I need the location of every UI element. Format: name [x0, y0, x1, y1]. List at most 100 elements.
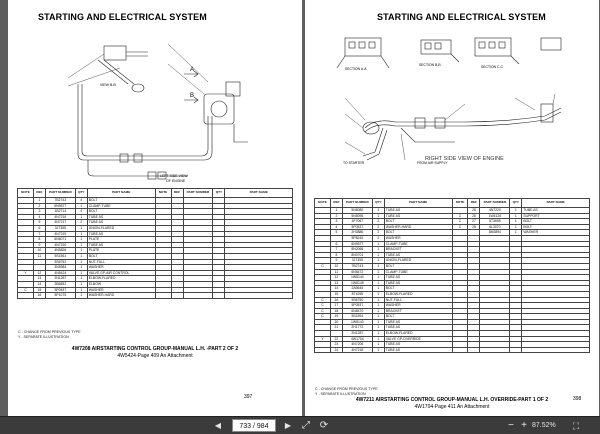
cell-ref: 16	[329, 296, 343, 304]
legend-change: C - CHANGE FROM PREVIOUS TYPE	[315, 387, 378, 391]
cell-part	[182, 292, 214, 299]
col-qty: QTY	[74, 188, 88, 198]
cell-ref	[170, 258, 184, 266]
from-air-label: FROM AIR SUPPLY	[417, 161, 448, 165]
parts-table-left: NOTE REF PART NUMBER QTY PART NAME NOTE …	[17, 188, 293, 299]
cell-name	[521, 324, 590, 332]
cell-ref: 12	[329, 274, 343, 281]
page-number: 397	[244, 394, 253, 400]
cell-name	[521, 285, 590, 292]
left-exploded-diagram: A B VIEW B-B LEFT SIDE VIEW OF ENGINE	[67, 43, 248, 183]
cell-ref	[170, 252, 184, 260]
cell-ref	[467, 341, 481, 348]
cell-ref	[467, 335, 481, 343]
cell-ref	[170, 292, 184, 299]
fullscreen-icon[interactable]: ⛶	[572, 421, 580, 431]
zoom-in-icon[interactable]: +	[521, 420, 527, 431]
page-caption: 4W7208 AIRSTARTING CONTROL GROUP-MANUAL …	[8, 346, 302, 359]
cell-ref: 14	[329, 285, 343, 292]
zoom-level[interactable]: 87.52%	[532, 422, 556, 429]
cell-qty: 1	[371, 324, 385, 332]
cell-ref: 18	[329, 307, 343, 315]
cell-qty: 1	[371, 257, 385, 264]
table-header-row: NOTE REF PART NUMBER QTY PART NAME NOTE …	[314, 198, 590, 208]
col-ref: REF	[32, 188, 46, 198]
cell-qty: 1	[74, 275, 88, 282]
cell-qty	[212, 252, 226, 260]
cell-qty: 1	[371, 290, 385, 298]
page-number-input[interactable]: 733 / 984	[232, 419, 276, 432]
cell-qty: 1	[371, 279, 385, 287]
col-part-number-2: PART NUMBER	[479, 198, 511, 208]
col-note-2: NOTE	[451, 198, 469, 208]
cell-qty	[509, 318, 523, 326]
page-title: STARTING AND ELECTRICAL SYSTEM	[377, 12, 546, 22]
rotate-icon[interactable]: ⟳	[319, 420, 329, 431]
cell-qty	[509, 330, 523, 337]
cell-name	[224, 264, 293, 271]
cell-name	[521, 346, 590, 354]
cell-qty	[212, 292, 226, 299]
cell-qty: 1	[371, 268, 385, 276]
section-c-label: SECTION C-C	[481, 65, 504, 69]
cell-name	[224, 286, 293, 294]
fit-page-icon[interactable]: ⤢	[302, 420, 310, 431]
cell-ref: 12	[32, 269, 46, 277]
cell-ref	[32, 264, 46, 271]
cell-name	[521, 341, 590, 348]
cell-ref	[467, 274, 481, 281]
cell-name	[224, 292, 293, 299]
prev-page-icon[interactable]: ◀	[214, 421, 222, 430]
zoom-out-icon[interactable]: −	[508, 420, 514, 431]
cell-qty	[509, 290, 523, 298]
cell-name: WASHER-HARD	[86, 292, 156, 299]
cell-ref	[170, 286, 184, 294]
cell-qty	[509, 251, 523, 259]
right-page: STARTING AND ELECTRICAL SYSTEM	[305, 0, 599, 416]
cell-ref	[467, 346, 481, 354]
left-page: STARTING AND ELECTRICAL SYSTEM	[8, 0, 302, 416]
cell-ref	[467, 251, 481, 259]
cell-ref	[467, 296, 481, 304]
col-part-name-2: PART NAME	[521, 198, 590, 208]
cell-qty: 1	[74, 269, 88, 277]
cell-qty: 1	[74, 286, 88, 294]
table-header-row: NOTE REF PART NUMBER QTY PART NAME NOTE …	[17, 188, 293, 198]
viewer-toolbar: ◀ 733 / 984 ▶ ⤢ ⟳ − + 87.52% ⛶	[0, 416, 600, 434]
cell-ref	[170, 280, 184, 288]
cell-qty: 1	[371, 341, 385, 348]
cell-qty	[509, 285, 523, 292]
section-b-label: SECTION B-B	[419, 63, 441, 67]
col-qty: QTY	[371, 198, 385, 208]
legend-separate: Y - SEPARATE ILLUSTRATION	[18, 334, 69, 339]
cell-ref	[467, 318, 481, 326]
legend: C - CHANGE FROM PREVIOUS TYPE Y - SEPARA…	[315, 387, 378, 396]
cell-qty	[509, 262, 523, 270]
cell-qty: 1	[371, 302, 385, 309]
cell-qty	[212, 264, 226, 271]
cell-qty: 1	[371, 346, 385, 354]
cell-name	[521, 335, 590, 343]
cell-ref	[467, 290, 481, 298]
cell-qty	[509, 313, 523, 320]
next-page-icon[interactable]: ▶	[284, 421, 292, 430]
cell-qty: 1	[371, 296, 385, 304]
cell-ref	[467, 279, 481, 287]
cell-ref: 10	[329, 262, 343, 270]
col-part-name: PART NAME	[383, 198, 453, 208]
cell-ref	[467, 330, 481, 337]
cell-ref	[170, 264, 184, 271]
